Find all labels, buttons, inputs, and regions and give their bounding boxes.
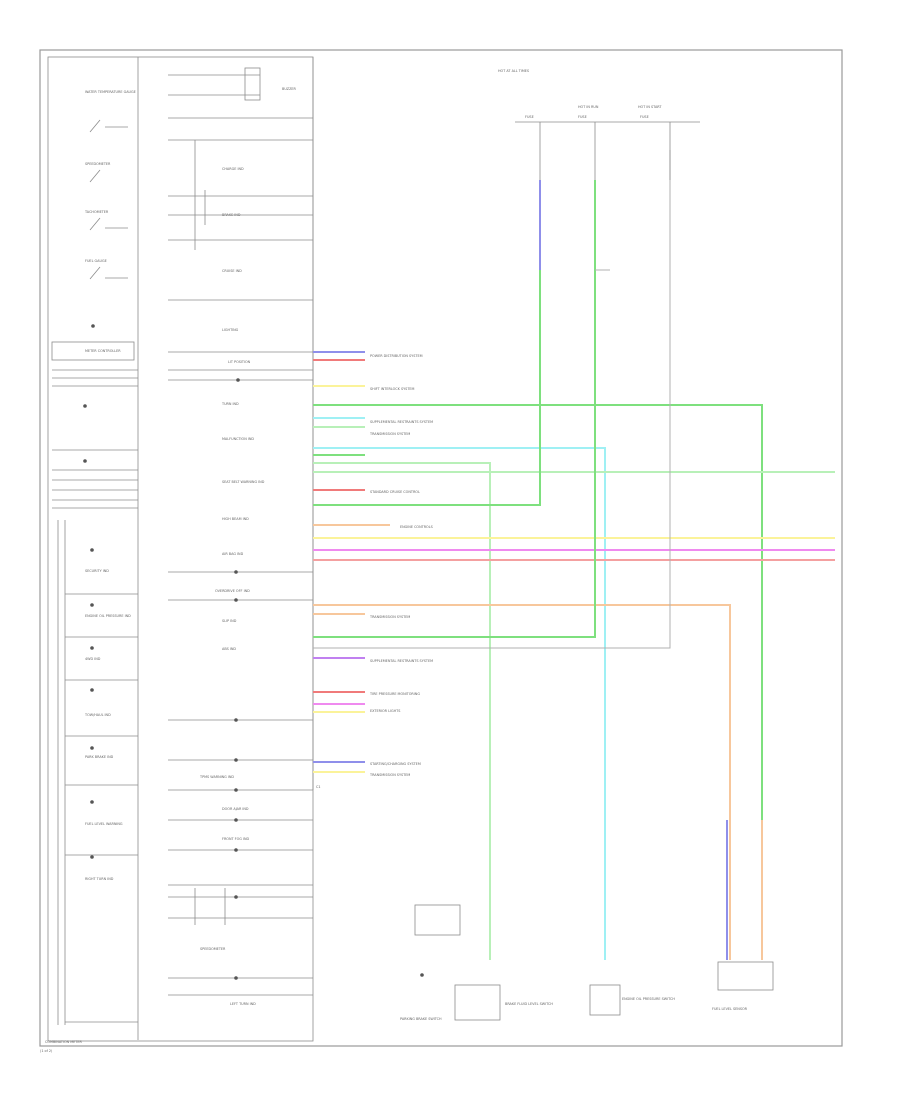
abs-ind-label: ABS IND <box>222 647 236 651</box>
fuel-gauge-label: FUEL GAUGE <box>85 259 107 263</box>
center-indicator-dots <box>234 378 240 980</box>
cruise-ind-label: CRUISE IND <box>222 269 242 273</box>
center-traces <box>168 67 313 996</box>
left-component-column: WATER TEMPERATURE GAUGE SPEEDOMETER TACH… <box>84 90 136 881</box>
footer-caption: COMBINATION METER <box>45 1040 83 1044</box>
system-ref-2: SHIFT INTERLOCK SYSTEM <box>370 387 415 391</box>
footer-sub: (1 of 2) <box>40 1049 53 1053</box>
left-gauge-marks <box>51 119 138 1025</box>
tow-haul-ind-label: TOW/HAUL IND <box>84 713 111 717</box>
tpms-ind-label: TPMS WARNING IND <box>199 775 234 779</box>
hot-start-label: HOT IN START <box>638 105 662 109</box>
overdrive-off-ind-label: OVERDRIVE OFF IND <box>215 589 250 593</box>
system-ref-1: POWER DISTRIBUTION SYSTEM <box>370 354 423 358</box>
seat-belt-ind-label: SEAT BELT WARNING IND <box>222 480 265 484</box>
buzzer-label: BUZZER <box>282 87 297 91</box>
air-bag-ind-label: AIR BAG IND <box>222 552 244 556</box>
charge-ind-label: CHARGE IND <box>222 167 244 171</box>
ground-traces <box>313 150 671 649</box>
tachometer-label: TACHOMETER <box>84 210 109 214</box>
fuel-level-sensor-label: FUEL LEVEL SENSOR <box>712 1007 748 1011</box>
system-ref-7: TRANSMISSION SYSTEM <box>369 615 410 619</box>
left-indicator-dots <box>83 324 95 859</box>
security-ind-label: SECURITY IND <box>85 569 109 573</box>
water-temp-gauge-label: WATER TEMPERATURE GAUGE <box>85 90 136 94</box>
fuse-b-label: FUSE <box>578 115 587 119</box>
fuse-c-label: FUSE <box>640 115 649 119</box>
4wd-ind-label: 4WD IND <box>85 657 101 661</box>
system-ref-9: TIRE PRESSURE MONITORING <box>369 692 420 696</box>
fuel-level-warning-label: FUEL LEVEL WARNING <box>85 822 123 826</box>
combination-meter-box <box>47 56 314 1042</box>
right-turn-ind-label: RIGHT TURN IND <box>85 877 114 881</box>
diagram-frame <box>39 49 843 1047</box>
speedometer-label: SPEEDOMETER <box>200 947 226 951</box>
system-ref-4: TRANSMISSION SYSTEM <box>369 432 410 436</box>
system-ref-8: SUPPLEMENTAL RESTRAINTS SYSTEM <box>370 659 433 663</box>
slip-ind-label: SLIP IND <box>222 619 237 623</box>
system-ref-6: ENGINE CONTROLS <box>400 525 433 529</box>
power-supply-header: HOT AT ALL TIMES FUSE FUSE FUSE HOT IN R… <box>498 69 700 180</box>
front-fog-ind-label: FRONT FOG IND <box>222 837 250 841</box>
door-ajar-ind-label: DOOR AJAR IND <box>222 807 249 811</box>
system-ref-12: TRANSMISSION SYSTEM <box>369 773 410 777</box>
wire-runs <box>313 180 835 960</box>
meter-controller-label: METER CONTROLLER <box>85 349 121 353</box>
system-ref-10: EXTERIOR LIGHTS <box>370 709 400 713</box>
system-ref-5: STANDARD CRUISE CONTROL <box>370 490 420 494</box>
malfunction-ind-label: MALFUNCTION IND <box>222 437 254 441</box>
left-turn-ind-label: LEFT TURN IND <box>230 1002 256 1006</box>
brake-fluid-switch-label: BRAKE FLUID LEVEL SWITCH <box>505 1002 553 1006</box>
lit-position-label: LIT POSITION <box>228 360 251 364</box>
speedometer-gauge-label: SPEEDOMETER <box>85 162 111 166</box>
fuse-a-label: FUSE <box>525 115 534 119</box>
hot-run-label: HOT IN RUN <box>578 105 599 109</box>
park-brake-ind-label: PARK BRAKE IND <box>85 755 114 759</box>
parking-brake-switch-label: PARKING BRAKE SWITCH <box>400 1017 442 1021</box>
system-references: POWER DISTRIBUTION SYSTEM SHIFT INTERLOC… <box>369 354 433 777</box>
oil-pressure-switch-label: ENGINE OIL PRESSURE SWITCH <box>622 997 675 1001</box>
connector-label: C1 <box>316 785 321 789</box>
turn-ind-label: TURN IND <box>221 402 239 406</box>
system-ref-11: STARTING/CHARGING SYSTEM <box>370 762 421 766</box>
lighting-label: LIGHTING <box>222 328 239 332</box>
bottom-components: PARKING BRAKE SWITCH BRAKE FLUID LEVEL S… <box>400 904 774 1021</box>
oil-pressure-ind-label: ENGINE OIL PRESSURE IND <box>85 614 131 618</box>
high-beam-ind-label: HIGH BEAM IND <box>222 517 249 521</box>
center-component-column: BUZZER CHARGE IND BRAKE IND CRUISE IND L… <box>199 87 297 1006</box>
supply-label: HOT AT ALL TIMES <box>498 69 529 73</box>
system-ref-3: SUPPLEMENTAL RESTRAINTS SYSTEM <box>370 420 433 424</box>
